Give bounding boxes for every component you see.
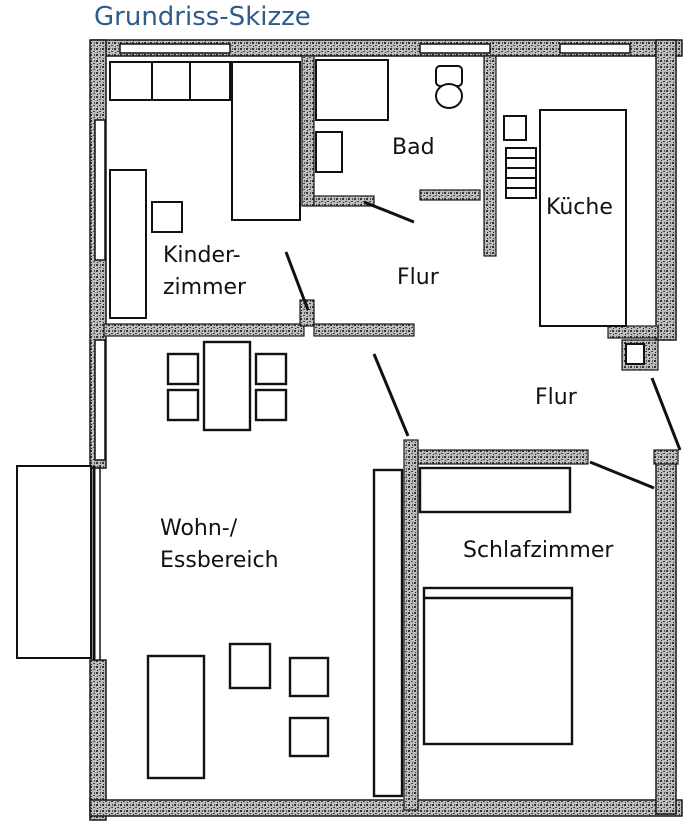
label-flur-upper: Flur — [397, 262, 439, 294]
schlaf-furniture — [418, 466, 574, 746]
label-schlaf-text: Schlafzimmer — [463, 538, 614, 563]
bad-furniture — [315, 59, 463, 173]
outer-walls — [89, 39, 683, 821]
label-wohn-line2: Essbereich — [160, 548, 279, 573]
label-flur-lower-text: Flur — [535, 385, 577, 410]
label-bad-text: Bad — [392, 135, 435, 160]
label-wohn-essbereich: Wohn-/ Essbereich — [160, 513, 279, 577]
label-wohn-line1: Wohn-/ — [160, 516, 238, 541]
label-kinderzimmer: Kinder- zimmer — [163, 240, 246, 304]
kueche-furniture — [503, 109, 645, 365]
label-kinder-line1: Kinder- — [163, 243, 241, 268]
label-flur-upper-text: Flur — [397, 265, 439, 290]
balcony-window — [16, 465, 101, 660]
wohn-furniture — [146, 340, 404, 798]
label-flur-lower: Flur — [535, 382, 577, 414]
left-window-upper — [94, 119, 106, 461]
plan-title: Grundriss-Skizze — [94, 2, 311, 32]
label-kinder-line2: zimmer — [163, 275, 247, 300]
label-schlafzimmer: Schlafzimmer — [463, 535, 613, 567]
label-kueche: Küche — [546, 192, 613, 224]
label-bad: Bad — [392, 132, 435, 164]
kinderzimmer-furniture — [109, 61, 301, 319]
top-windows — [119, 43, 631, 54]
label-kueche-text: Küche — [546, 195, 613, 220]
door-swings — [284, 200, 682, 490]
